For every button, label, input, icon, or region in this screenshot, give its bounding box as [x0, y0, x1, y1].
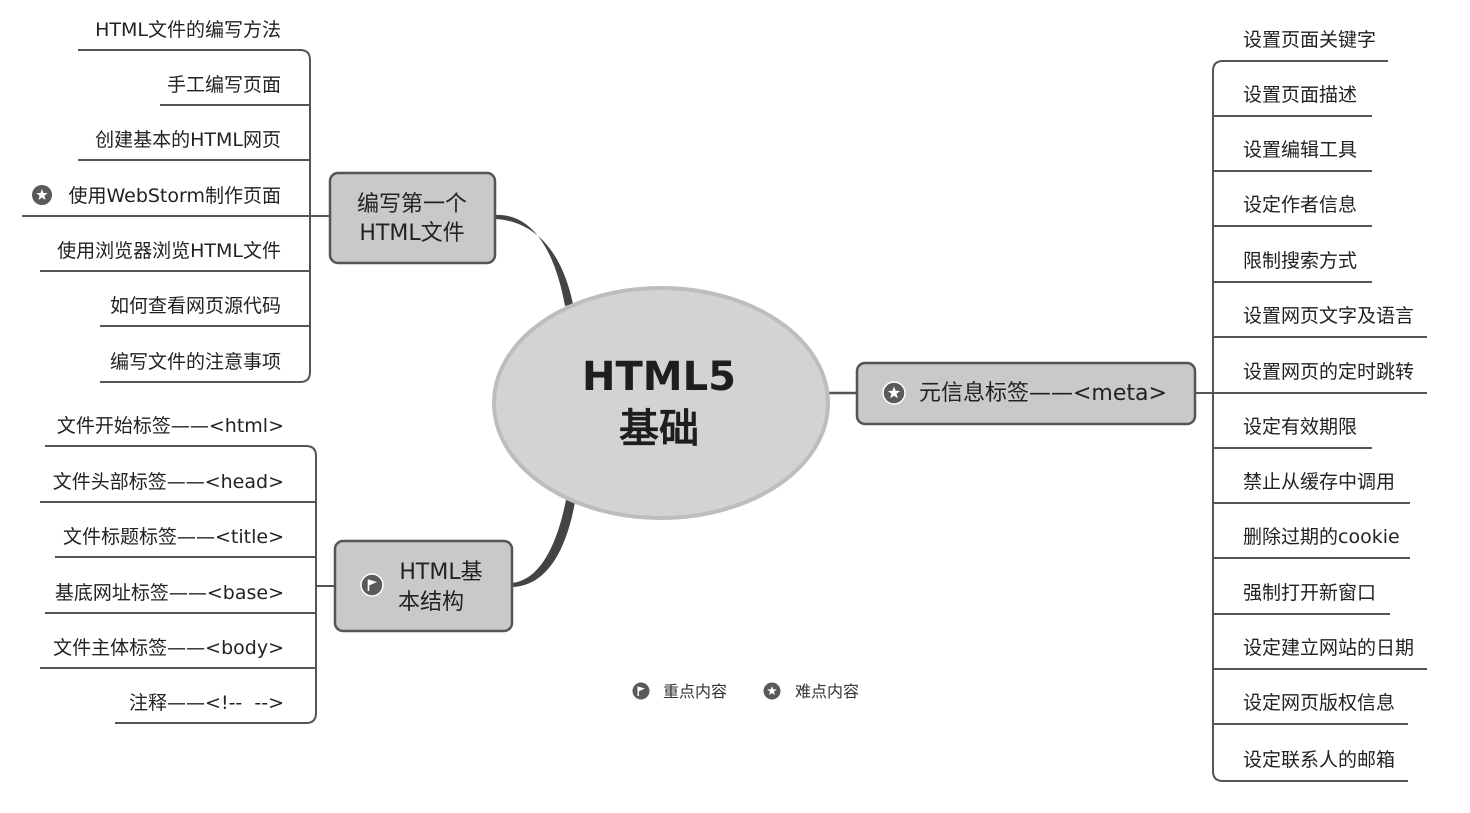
- topic-title-line2: HTML文件: [359, 221, 464, 246]
- branch-bracket-lines: [40, 445, 335, 724]
- branch-write-first-html: 编写第一个 HTML文件 HTML文件的编写方法 手工编写页面 创建基本的HTM…: [22, 19, 497, 383]
- legend-label: 重点内容: [663, 682, 727, 701]
- center-ellipse: [492, 286, 830, 520]
- subtopic-item: HTML文件的编写方法: [95, 19, 281, 41]
- subtopic-item: 设置页面描述: [1243, 84, 1357, 106]
- subtopic-item: 注释——<!-- -->: [129, 692, 284, 714]
- connector-center-to-write-first: [495, 214, 573, 306]
- topic-write-first-html: [328, 171, 497, 265]
- subtopic-item: 文件开始标签——<html>: [57, 415, 284, 437]
- subtopic-item: 设定联系人的邮箱: [1243, 749, 1395, 771]
- subtopic-item: 设置网页文字及语言: [1243, 305, 1414, 327]
- subtopic-item: 设定建立网站的日期: [1243, 637, 1414, 659]
- subtopic-item: 强制打开新窗口: [1243, 582, 1376, 604]
- branch-bracket-lines: [22, 49, 330, 383]
- subtopic-item: 设置网页的定时跳转: [1243, 361, 1414, 383]
- subtopic-item: 编写文件的注意事项: [110, 351, 281, 373]
- subtopic-item: 手工编写页面: [167, 74, 281, 96]
- subtopic-item: 设定作者信息: [1243, 194, 1357, 216]
- topic-meta-tags: [855, 361, 1197, 426]
- legend-label: 难点内容: [795, 682, 859, 701]
- star-icon: [32, 185, 52, 205]
- subtopic-item: 文件主体标签——<body>: [53, 637, 284, 659]
- topic-title: 元信息标签——<meta>: [919, 381, 1167, 406]
- flag-icon: [632, 682, 650, 700]
- subtopic-item: 禁止从缓存中调用: [1243, 471, 1395, 493]
- subtopic-item: 使用浏览器浏览HTML文件: [57, 240, 281, 262]
- center-title-line2: 基础: [619, 406, 699, 452]
- topic-html-basic-structure: [333, 539, 514, 633]
- subtopic-item: 使用WebStorm制作页面: [68, 185, 281, 207]
- center-topic: HTML5 基础: [492, 286, 830, 520]
- subtopic-item: 限制搜索方式: [1243, 250, 1357, 272]
- branch-meta-tags: 元信息标签——<meta> 设置页面关键字 设置页面描述 设置编辑工具 设定作者…: [855, 29, 1427, 782]
- connector-center-to-basic-structure: [512, 500, 575, 587]
- center-title-line1: HTML5: [582, 354, 736, 400]
- branch-html-basic-structure: HTML基 本结构 文件开始标签——<html> 文件头部标签——<head> …: [40, 415, 514, 724]
- subtopic-item: 设置页面关键字: [1243, 29, 1376, 51]
- subtopic-item: 文件头部标签——<head>: [53, 471, 284, 493]
- subtopic-item: 文件标题标签——<title>: [63, 526, 284, 548]
- star-icon: [763, 682, 781, 700]
- legend: 重点内容 难点内容: [632, 682, 859, 701]
- subtopic-item: 设定有效期限: [1243, 416, 1357, 438]
- subtopic-item: 创建基本的HTML网页: [95, 129, 281, 151]
- subtopic-item: 设置编辑工具: [1243, 139, 1357, 161]
- subtopic-item: 设定网页版权信息: [1243, 692, 1395, 714]
- star-icon: [882, 381, 906, 405]
- topic-title-line2: 本结构: [398, 590, 464, 615]
- subtopic-item: 基底网址标签——<base>: [55, 582, 284, 604]
- topic-title-line1: HTML基: [399, 560, 482, 585]
- topic-title-line1: 编写第一个: [357, 192, 467, 217]
- subtopic-item: 如何查看网页源代码: [110, 295, 281, 317]
- branch-bracket-lines: [1195, 60, 1427, 782]
- flag-icon: [360, 573, 384, 597]
- subtopic-item: 删除过期的cookie: [1243, 526, 1400, 548]
